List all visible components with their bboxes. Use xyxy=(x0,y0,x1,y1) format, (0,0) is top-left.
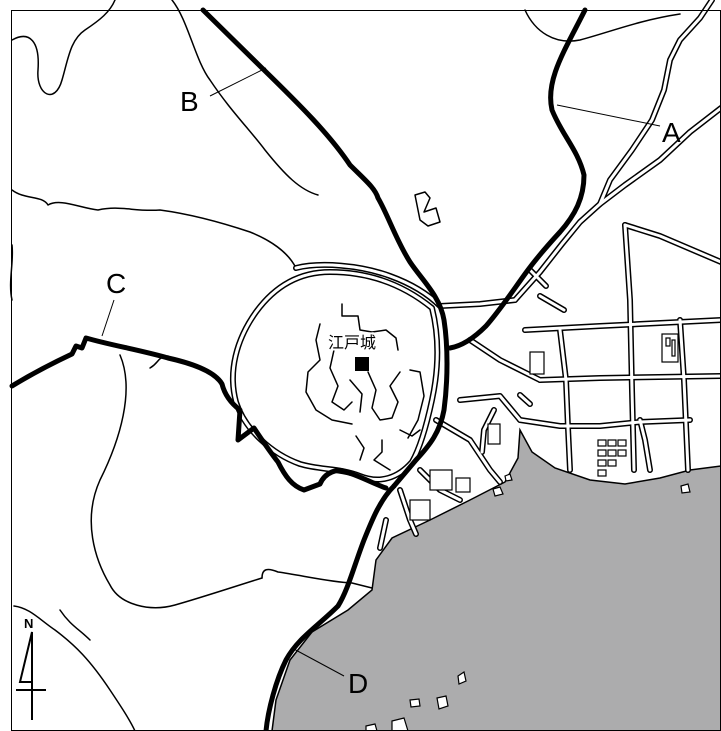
route-d-line xyxy=(263,483,397,731)
town-blocks xyxy=(409,333,679,521)
label-leaders xyxy=(101,67,661,677)
terrain-lines xyxy=(9,0,681,731)
castle-label: 江戸城 xyxy=(328,333,376,352)
castle-grounds xyxy=(230,269,441,483)
bay-islands xyxy=(365,473,691,731)
north-arrow-icon: N xyxy=(16,616,46,720)
route-label-b: B xyxy=(180,86,199,117)
route-b-line xyxy=(200,7,450,489)
route-label-a: A xyxy=(662,117,681,148)
bay-water xyxy=(271,427,721,731)
road-network xyxy=(293,0,721,551)
route-a-line xyxy=(447,7,588,351)
route-c-line xyxy=(9,335,389,493)
castle-marker-icon xyxy=(355,357,369,371)
historic-routes xyxy=(9,7,588,731)
route-label-d: D xyxy=(348,668,368,699)
route-label-c: C xyxy=(106,268,126,299)
north-label: N xyxy=(24,616,33,631)
